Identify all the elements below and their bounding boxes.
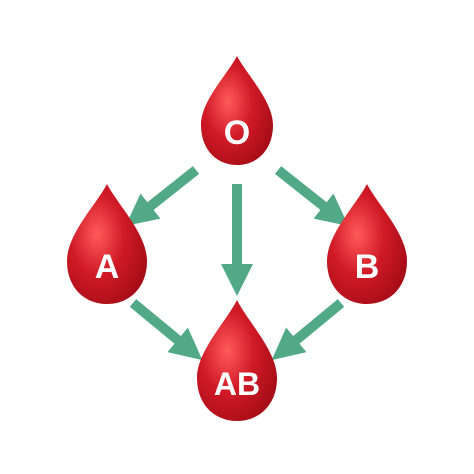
blood-type-label-o: O: [224, 114, 250, 152]
blood-type-label-ab: AB: [214, 366, 260, 402]
blood-drop-ab: AB: [197, 300, 277, 421]
drop-icon: [201, 56, 273, 165]
arrows-group: [125, 166, 349, 361]
drop-icon: [327, 184, 407, 304]
blood-type-label-b: B: [355, 248, 380, 286]
blood-drop-a: A: [67, 184, 147, 304]
arrow-b-to-ab: [271, 299, 345, 361]
arrow-o-to-b: [274, 166, 349, 226]
drop-icon: [197, 300, 277, 421]
blood-type-label-a: A: [95, 248, 120, 286]
drop-icon: [67, 184, 147, 304]
arrow-a-to-ab: [129, 299, 203, 361]
blood-drop-b: B: [327, 184, 407, 304]
arrow-o-to-a: [125, 166, 200, 226]
blood-drop-o: O: [201, 56, 273, 165]
